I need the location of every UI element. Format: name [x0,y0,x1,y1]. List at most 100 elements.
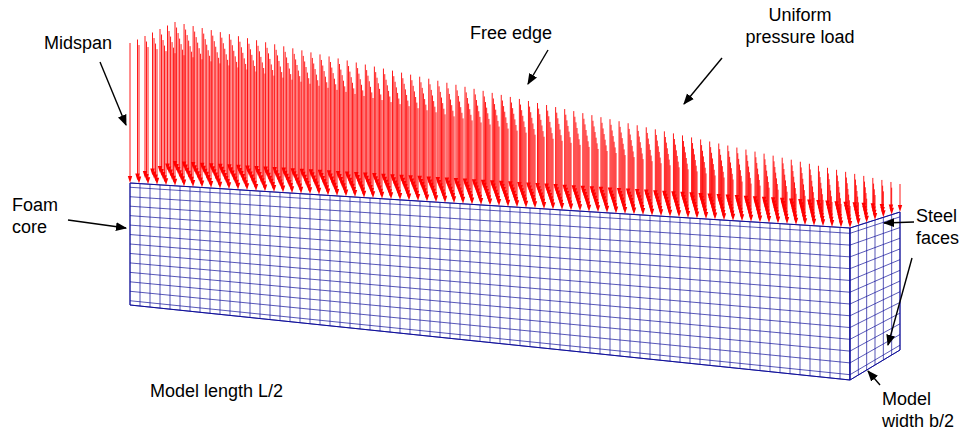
load-arrow [334,79,335,187]
load-arrow [146,42,147,179]
load-arrow [194,32,195,170]
load-arrow [432,95,433,189]
load-arrow [669,160,670,211]
load-arrow [528,101,529,186]
load-arrowhead [677,210,681,217]
load-arrow [259,51,260,176]
load-arrow [407,101,408,195]
load-arrow [692,143,693,199]
load-arrowhead [785,217,789,224]
load-arrow [533,129,534,202]
mesh-line [130,291,850,363]
load-arrow [320,54,321,173]
load-arrow [566,120,567,195]
load-arrow [610,119,611,191]
load-arrow [495,110,496,194]
load-arrowhead [758,215,762,222]
load-arrowhead [155,178,159,185]
load-arrow [346,92,347,194]
load-arrow [682,135,683,195]
load-arrow [522,116,523,196]
load-arrow [404,84,405,185]
load-arrow [481,122,482,201]
load-arrow [720,155,721,205]
load-arrow [361,85,362,189]
load-arrow [415,97,416,192]
load-arrow [549,122,550,197]
mesh-line [130,206,850,257]
load-arrow [347,60,348,175]
load-arrow [728,151,729,202]
load-arrow [592,121,593,194]
load-arrowhead [317,188,321,195]
load-arrow [529,107,530,190]
load-arrowhead [308,187,312,194]
load-arrow [718,144,719,199]
load-arrowhead [713,213,717,220]
load-arrow [467,98,468,189]
load-arrow [292,48,293,172]
load-arrow [584,124,585,196]
load-arrow [448,88,449,184]
load-arrow [470,115,471,198]
load-arrow [619,121,620,192]
load-arrow [457,90,458,185]
load-arrow [251,55,252,179]
load-arrowhead [488,199,492,206]
mesh-line [130,305,850,380]
leader-arrow [888,258,912,345]
load-arrow [586,130,587,199]
leader-arrow [100,62,126,125]
load-arrowhead [803,218,807,225]
mesh-line [130,253,850,315]
load-arrow [505,117,506,197]
load-arrow [652,161,653,212]
load-arrow [594,126,595,196]
load-arrowhead [632,208,636,215]
load-arrow [506,123,507,201]
load-arrow [701,145,702,200]
load-arrow [215,47,216,177]
load-arrow [710,147,711,201]
load-arrowhead [146,177,150,184]
load-arrow [315,69,316,182]
load-arrow [337,90,338,193]
load-arrow [157,49,158,182]
load-arrowhead [344,190,348,197]
load-arrowhead [614,206,618,213]
load-arrowhead [371,191,375,198]
load-arrowhead [380,192,384,199]
load-arrow [335,84,336,190]
mesh-line [850,302,900,327]
load-arrow [602,123,603,194]
load-arrow [373,98,374,195]
load-arrow [387,85,388,187]
load-arrow [295,59,296,178]
load-arrow [727,146,728,199]
load-arrow [367,76,368,183]
load-arrowhead [695,211,699,218]
load-arrow [512,108,513,191]
load-arrowhead [218,182,222,189]
load-arrow [423,93,424,189]
load-arrowhead [236,183,240,190]
load-arrow [148,47,149,181]
load-arrowhead [191,180,195,187]
load-arrow [434,107,435,196]
load-arrow [559,130,560,201]
load-arrowhead [704,212,708,219]
load-arrow [310,52,311,173]
load-arrow [709,141,710,197]
load-arrow [181,44,182,177]
load-arrowhead [290,186,294,193]
load-arrow [277,55,278,177]
load-arrow [401,73,402,179]
load-arrow [460,107,461,194]
load-arrow [458,96,459,188]
load-arrowhead [200,181,204,188]
mesh-line [850,345,900,375]
load-arrowhead [830,220,834,227]
load-arrow [393,76,394,181]
load-arrow [406,95,407,191]
load-arrow [558,124,559,198]
